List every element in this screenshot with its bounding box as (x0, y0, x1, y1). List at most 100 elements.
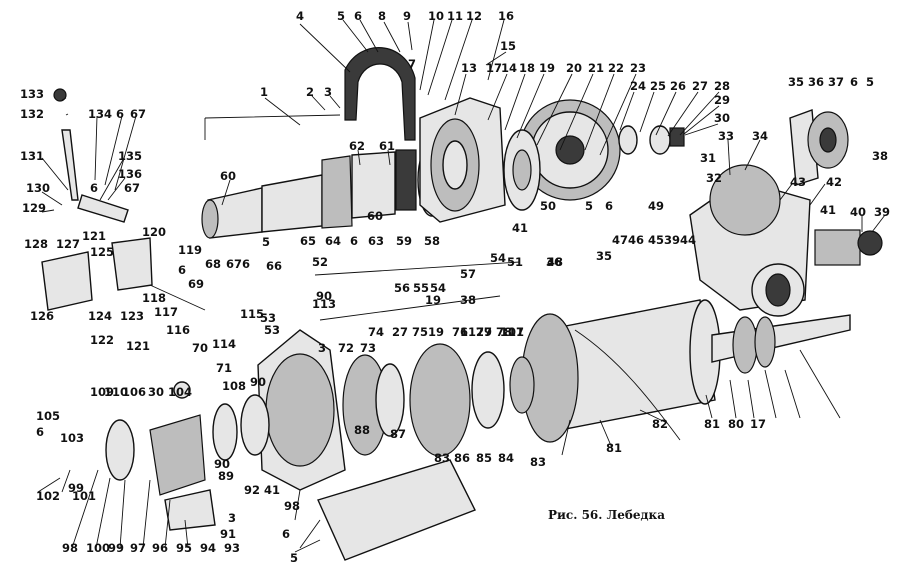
part-number-label: 67 (124, 181, 140, 195)
part-number-label: 12 (466, 9, 482, 23)
part-number-label: 103 (60, 431, 84, 445)
part-number-label: 31 (700, 151, 716, 165)
part-number-label: 38 (460, 293, 476, 307)
part-number-label: 44 (680, 233, 696, 247)
part-number-label: 42 (826, 175, 842, 189)
nut (669, 127, 685, 147)
part-number-label: 26 (670, 79, 686, 93)
part-number-label: 5 (866, 75, 874, 89)
part-number-label: 91 (220, 527, 236, 541)
worm-housing (689, 164, 811, 317)
part-number-label: 121 (126, 339, 150, 353)
part-number-label: 61 (379, 139, 395, 153)
leader-lines (37, 19, 886, 553)
part-number-label: 81 (704, 417, 720, 431)
part-number-label: 106 (122, 385, 146, 399)
part-number-label: 130 (26, 181, 50, 195)
part-number-label: 127 (56, 237, 80, 251)
part-number-label: 88 (354, 423, 370, 437)
gear-hub (503, 129, 541, 211)
part-number-label: 92 (244, 483, 260, 497)
part-number-label: 59 (396, 234, 412, 248)
part-number-label: 119 (178, 243, 202, 257)
part-number-label: 5 (585, 199, 593, 213)
part-number-label: 19 (428, 325, 444, 339)
part-number-label: 114 (212, 337, 236, 351)
part-number-label: 128 (24, 237, 48, 251)
part-number-label: 78 (496, 325, 512, 339)
upper-gear-housing (419, 97, 506, 223)
part-number-label: 124 (88, 309, 112, 323)
part-number-label: 111 (500, 325, 524, 339)
part-number-label: 95 (176, 541, 192, 555)
part-number-label: 71 (216, 361, 232, 375)
brake-band (344, 47, 416, 141)
part-number-label: 11 (447, 9, 463, 23)
part-number-label: 60 (367, 209, 383, 223)
part-number-label: 67 (130, 107, 146, 121)
part-number-label: 30 (148, 385, 164, 399)
part-number-label: 67 (226, 257, 242, 271)
winch-drum (521, 299, 721, 443)
part-number-label: 6 (605, 199, 613, 213)
part-number-label: 112 (460, 325, 484, 339)
bearing-ring (649, 125, 671, 155)
part-number-label: 121 (82, 229, 106, 243)
part-number-label: 5 (262, 235, 270, 249)
part-number-label: 66 (266, 259, 282, 273)
part-number-label: 54 (490, 251, 506, 265)
part-number-label: 6 (282, 527, 290, 541)
part-number-label: 60 (220, 169, 236, 183)
part-number-label: 37 (828, 75, 844, 89)
part-number-label: 15 (500, 39, 516, 53)
part-number-label: 72 (338, 341, 354, 355)
part-number-label: 82 (652, 417, 668, 431)
part-number-label: 54 (430, 281, 446, 295)
part-number-label: 13 (461, 61, 477, 75)
part-number-label: 46 (628, 233, 644, 247)
part-number-label: 109 (90, 385, 114, 399)
part-number-label: 100 (86, 541, 110, 555)
part-number-label: 131 (20, 149, 44, 163)
part-number-label: 52 (312, 255, 328, 269)
part-number-label: 98 (284, 499, 300, 513)
part-number-label: 41 (264, 483, 280, 497)
part-number-label: 120 (142, 225, 166, 239)
part-number-label: 68 (205, 257, 221, 271)
part-number-label: 56 (394, 281, 410, 295)
part-number-label: 16 (498, 9, 514, 23)
part-number-label: 134 (88, 107, 112, 121)
bearing-bracket (105, 381, 270, 531)
part-number-label: 33 (718, 129, 734, 143)
side-cover (789, 109, 849, 186)
part-number-label: 3 (228, 511, 236, 525)
main-gearbox-housing (257, 329, 346, 491)
part-number-label: 132 (20, 107, 44, 121)
part-number-label: 35 (596, 249, 612, 263)
worm-shaft (814, 229, 861, 266)
part-number-label: 6 (116, 107, 124, 121)
part-number-label: 30 (714, 111, 730, 125)
part-number-label: 99 (108, 541, 124, 555)
part-number-label: 58 (424, 234, 440, 248)
part-number-label: 43 (790, 175, 806, 189)
part-number-label: 115 (240, 307, 264, 321)
figure-caption: Рис. 56. Лебедка (548, 508, 665, 522)
part-number-label: 36 (546, 255, 562, 269)
part-number-label: 76 (452, 325, 468, 339)
part-number-label: 6 (354, 9, 362, 23)
part-number-label: 133 (20, 87, 44, 101)
part-number-label: 32 (706, 171, 722, 185)
part-number-label: 101 (72, 489, 96, 503)
part-number-label: 89 (218, 469, 234, 483)
part-number-label: 40 (850, 205, 866, 219)
part-number-label: 90 (250, 375, 266, 389)
control-rod (204, 114, 341, 140)
part-number-label: 118 (142, 291, 166, 305)
part-number-label: 45 (648, 233, 664, 247)
part-number-label: 27 (392, 325, 408, 339)
part-number-label: 1 (260, 85, 268, 99)
